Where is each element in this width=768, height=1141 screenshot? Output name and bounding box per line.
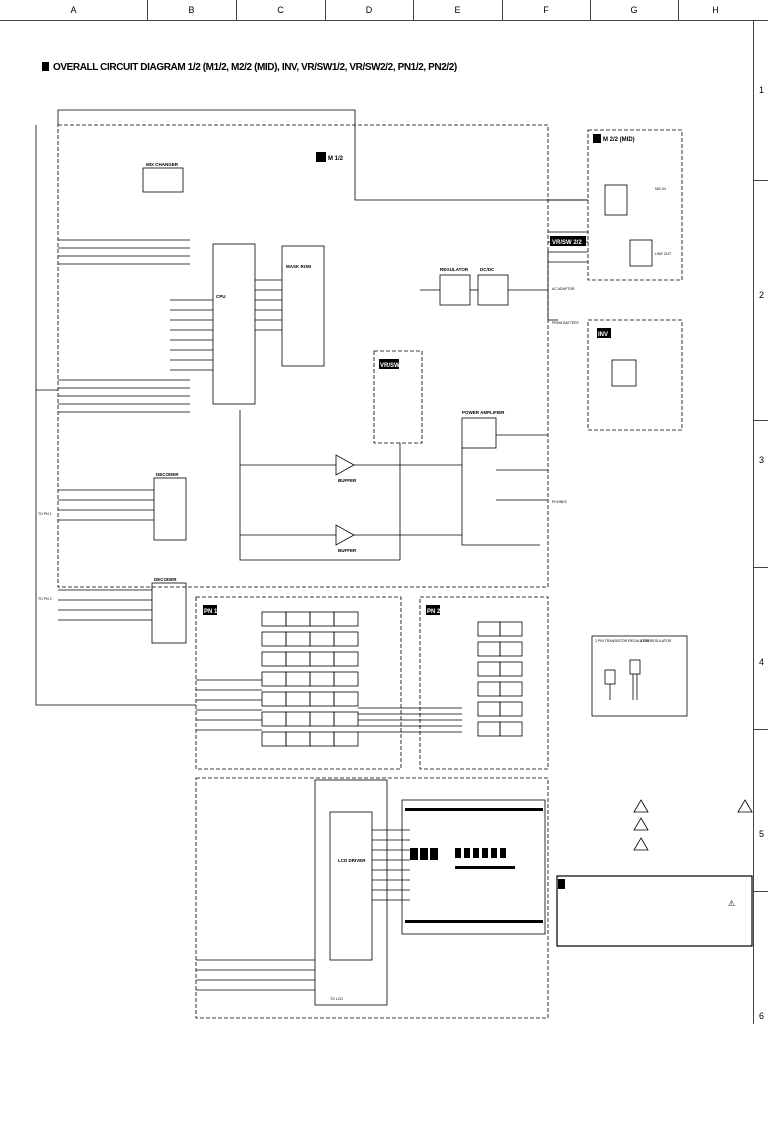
connector-label-mic-in: MIC IN xyxy=(655,187,666,191)
board-pn12-outline xyxy=(195,596,402,770)
connector-label-to-pn2: TO PN 2 xyxy=(38,597,52,601)
ic-label-mix-changer: MIX CHANGER xyxy=(146,162,179,167)
row-label: 5 xyxy=(754,729,768,892)
board-m12-outline xyxy=(57,124,549,588)
title-marker-icon xyxy=(42,62,49,71)
schematic-canvas: M 1/2 M 2/2 (MID) VR/SW 2/2 INV VR/SW 1/… xyxy=(35,109,753,1019)
connector-label-line-out: LINE OUT xyxy=(655,252,672,256)
warning-triangles xyxy=(633,799,753,851)
board-pn22-outline xyxy=(419,596,549,770)
warning-icon: ⚠ xyxy=(728,899,735,908)
legend-box xyxy=(591,635,688,717)
column-label: C xyxy=(236,0,326,20)
diagram-title: OVERALL CIRCUIT DIAGRAM 1/2 (M1/2, M2/2 … xyxy=(42,62,457,73)
ic-label-buffer1: BUFFER xyxy=(338,478,357,483)
note-box xyxy=(556,875,753,947)
row-label: 3 xyxy=(754,420,768,568)
board-lcd-outline xyxy=(195,777,549,1019)
column-label: A xyxy=(0,0,148,20)
ic-label-dc-dc: DC/DC xyxy=(480,267,495,272)
diagram-title-text: OVERALL CIRCUIT DIAGRAM 1/2 (M1/2, M2/2 … xyxy=(53,62,457,73)
row-label: 2 xyxy=(754,180,768,421)
column-label: D xyxy=(325,0,414,20)
block-label-vrsw22: VR/SW 2/2 xyxy=(552,240,582,246)
pn12-switch-matrix xyxy=(261,611,359,747)
ic-label-regulator: REGULATOR xyxy=(440,267,469,272)
row-label: 1 xyxy=(754,20,768,181)
lcd-digit-segments xyxy=(405,808,565,923)
ic-label-decoder2: DECODER xyxy=(154,577,177,582)
block-label-pn12: PN 1/2 xyxy=(204,609,223,615)
ic-label-cpu: CPU xyxy=(216,294,226,299)
connector-label-from-battery: FROM BATTERY xyxy=(552,321,580,325)
ic-label-decoder1: DECODER xyxy=(156,472,179,477)
lcd-driver-ic xyxy=(329,811,373,961)
board-m22-outline xyxy=(587,129,683,281)
connector-label-to-pn1: TO PN 1 xyxy=(38,512,52,516)
row-label: 6 xyxy=(758,1011,764,1021)
block-label-vrsw12: VR/SW 1/2 xyxy=(380,363,410,369)
column-ruler: A B C D E F G H xyxy=(0,0,768,21)
row-ruler: 1 2 3 4 5 6 xyxy=(753,20,768,1024)
lcd-display-block xyxy=(401,799,546,935)
legend-right-label: 3 PIN REGULATOR xyxy=(640,639,672,643)
block-label-m22: M 2/2 (MID) xyxy=(603,137,635,143)
decoder2-ic xyxy=(151,582,187,644)
column-label: F xyxy=(502,0,591,20)
column-label: G xyxy=(590,0,679,20)
connector-label-phones: PHONES xyxy=(552,500,567,504)
board-vrsw12-outline xyxy=(373,350,423,444)
cpu-ic xyxy=(212,243,256,405)
column-label: E xyxy=(413,0,503,20)
ic-label-power-amp: POWER AMPLIFIER xyxy=(462,410,505,415)
row-label: 4 xyxy=(754,567,768,730)
ic-label-lcd-driver: LCD DRIVER xyxy=(338,858,366,863)
column-label: B xyxy=(147,0,237,20)
mask-rom-ic xyxy=(281,245,325,367)
block-label-m12: M 1/2 xyxy=(328,156,344,162)
connector-label-ac-adaptor: AC ADAPTOR xyxy=(552,287,575,291)
ic-label-buffer2: BUFFER xyxy=(338,548,357,553)
buffer2-symbol xyxy=(335,524,355,546)
wire xyxy=(35,125,196,706)
legend-left-label: 2 PIN TRANSISTOR REGULATOR xyxy=(595,639,650,643)
block-label-inv: INV xyxy=(598,332,608,338)
decoder1-ic xyxy=(153,477,187,541)
buffer1-symbol xyxy=(335,454,355,476)
pn22-switch-matrix xyxy=(477,621,523,737)
connector-label-to-lcd: TO LCD xyxy=(330,997,343,1001)
ic-label-mask-rom: MASK ROM xyxy=(286,264,311,269)
column-label: H xyxy=(712,5,719,15)
block-label-pn22: PN 2/2 xyxy=(427,609,446,615)
